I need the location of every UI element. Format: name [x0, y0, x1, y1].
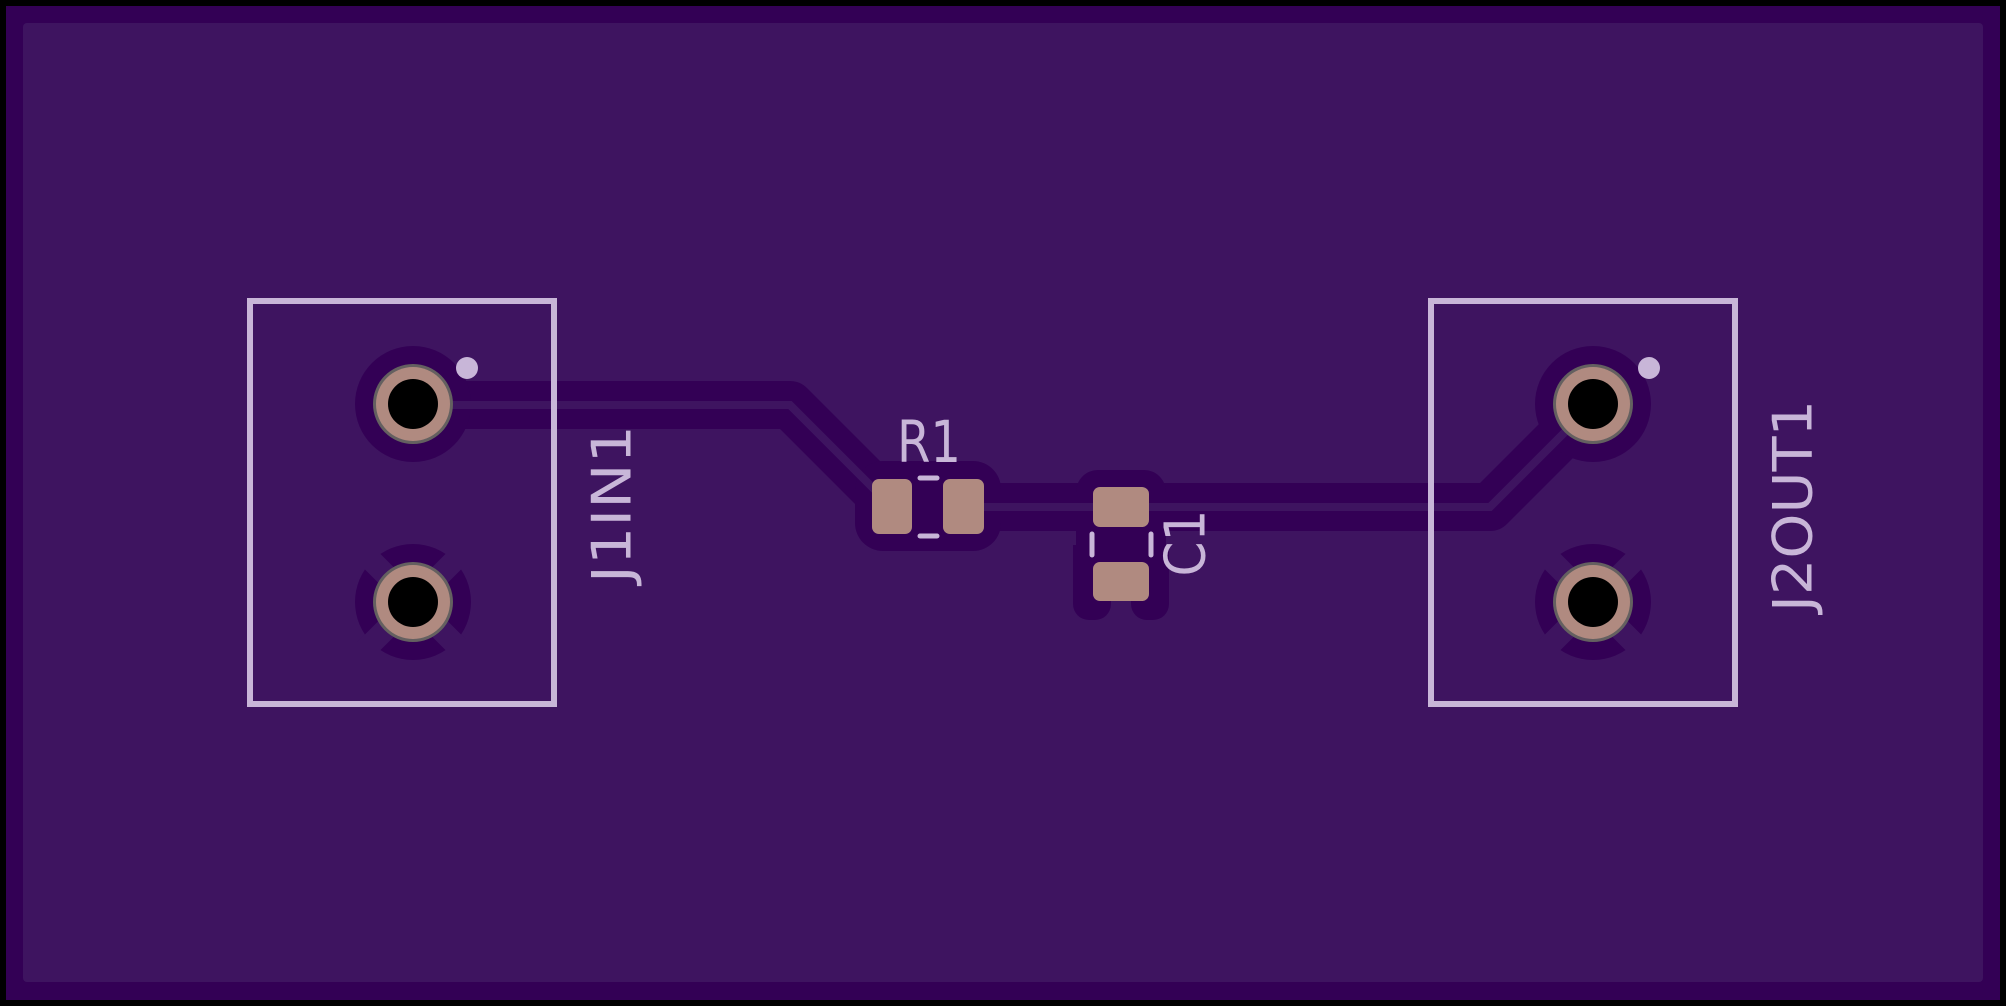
- j2-pad-1[interactable]: [1553, 364, 1633, 444]
- r1-designator-label: R1: [897, 408, 961, 476]
- j1-pad-1[interactable]: [373, 364, 453, 444]
- r1-pad-2[interactable]: [943, 479, 984, 534]
- c1-designator-label: C1: [1154, 510, 1219, 577]
- j2-pin1-marker-icon: [1638, 357, 1660, 379]
- j2-outline: [1428, 298, 1738, 707]
- r1-pad-1[interactable]: [872, 479, 912, 534]
- trace-in[interactable]: [413, 401, 883, 498]
- drill-hole-icon: [1568, 379, 1618, 429]
- j2-pad-2[interactable]: [1553, 562, 1633, 642]
- drill-hole-icon: [388, 577, 438, 627]
- j1-pin1-marker-icon: [456, 357, 478, 379]
- c1-pad-2[interactable]: [1093, 562, 1149, 601]
- j2-designator-label: J2OUT1: [1762, 400, 1825, 615]
- j1-pad-2[interactable]: [373, 562, 453, 642]
- drill-hole-icon: [1568, 577, 1618, 627]
- silkscreen: [247, 298, 1738, 707]
- c1-pad-1[interactable]: [1093, 487, 1149, 527]
- j1-designator-label: J1IN1: [581, 425, 644, 586]
- drill-hole-icon: [388, 379, 438, 429]
- j1-outline: [247, 298, 557, 707]
